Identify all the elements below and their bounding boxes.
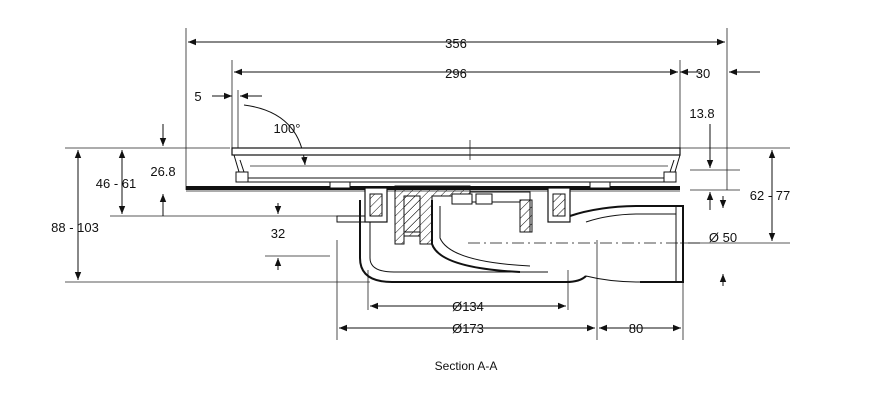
dim-trap-depth: 32 <box>271 226 285 241</box>
dim-right-offset: 30 <box>696 66 710 81</box>
dim-height-range-total: 88 - 103 <box>51 220 99 235</box>
dim-angle: 100° <box>274 121 301 136</box>
dim-inner-width: 296 <box>445 66 467 81</box>
dimension-labels: 356 296 30 5 100° 13.8 26.8 46 - 61 88 -… <box>51 36 790 336</box>
section-caption: Section A-A <box>435 359 498 373</box>
drain-channel <box>231 140 681 189</box>
dim-outlet-diameter: Ø 50 <box>709 230 737 245</box>
dim-body-inner-diameter: Ø134 <box>452 299 484 314</box>
dimension-lines <box>74 38 776 332</box>
dim-left-offset: 5 <box>194 89 201 104</box>
extension-lines <box>65 28 790 340</box>
dim-body-outer-diameter: Ø173 <box>452 321 484 336</box>
dim-height-range-small: 46 - 61 <box>96 176 136 191</box>
dim-overall-width: 356 <box>445 36 467 51</box>
drain-body <box>336 185 700 283</box>
dim-installed-height: 26.8 <box>150 164 175 179</box>
dim-outlet-height-range: 62 - 77 <box>750 188 790 203</box>
dim-rim-height: 13.8 <box>689 106 714 121</box>
dim-outlet-length: 80 <box>629 321 643 336</box>
